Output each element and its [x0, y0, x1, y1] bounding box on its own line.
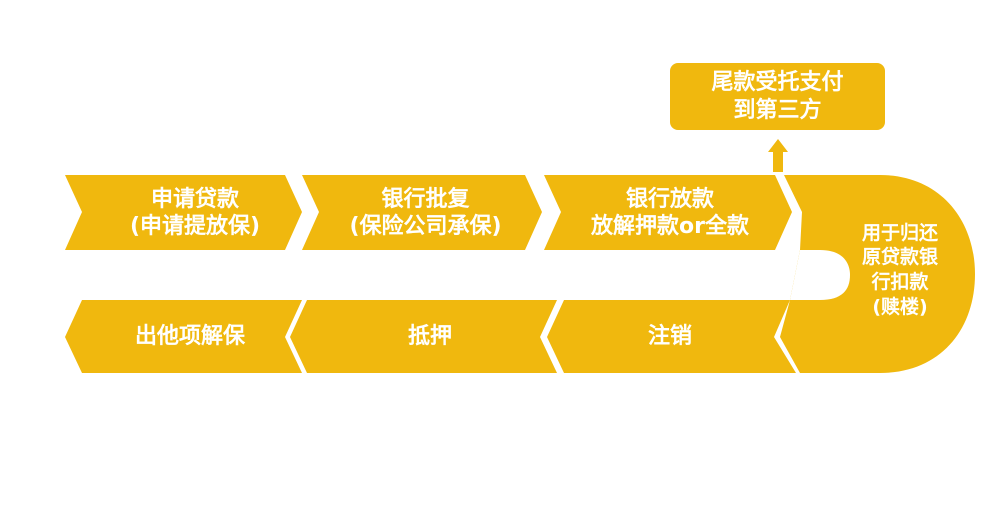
step-bank-approval: 银行批复 (保险公司承保) — [318, 178, 533, 248]
arrow-up-icon — [768, 139, 788, 152]
step-bank-release: 银行放款 放解押款or全款 — [560, 178, 780, 248]
step-repay-original-loan: 用于归还 原贷款银 行扣款 (赎楼) — [840, 205, 960, 335]
step-subtitle: 放解押款or全款 — [591, 214, 749, 239]
step-line: 行扣款 — [871, 271, 929, 293]
u-turn-inner-gap — [790, 250, 850, 300]
step-title: 尾款受托支付 — [711, 70, 844, 95]
step-line: (赎楼) — [872, 295, 928, 318]
step-cancel: 注销 — [570, 300, 770, 373]
step-line: 用于归还 — [861, 221, 938, 244]
step-apply-loan: 申请贷款 (申请提放保) — [95, 178, 295, 248]
step-mortgage: 抵押 — [315, 300, 545, 373]
branch-box — [670, 63, 885, 130]
chevron-bank-approval — [302, 175, 542, 250]
step-title: 银行放款 — [625, 186, 714, 212]
step-subtitle: (申请提放保) — [129, 214, 261, 239]
step-subtitle: 到第三方 — [733, 97, 822, 123]
step-line: 原贷款银 — [861, 246, 938, 269]
step-title: 出他项解保 — [134, 323, 245, 349]
step-subtitle: (保险公司承保) — [349, 214, 502, 239]
arrow-up-shaft — [773, 150, 783, 172]
chevron-bank-release — [544, 175, 792, 250]
u-turn-shape — [780, 175, 975, 373]
step-title: 抵押 — [407, 323, 452, 349]
chevron-cancel — [547, 300, 796, 373]
step-title: 银行批复 — [381, 186, 470, 212]
chevron-mortgage — [290, 300, 557, 373]
step-title: 注销 — [647, 323, 692, 349]
step-title: 申请贷款 — [150, 186, 239, 212]
step-balance-payment: 尾款受托支付 到第三方 — [670, 63, 885, 130]
step-release-guarantee: 出他项解保 — [90, 300, 290, 373]
chevron-apply-loan — [65, 175, 302, 250]
chevron-release-guarantee — [65, 300, 302, 373]
